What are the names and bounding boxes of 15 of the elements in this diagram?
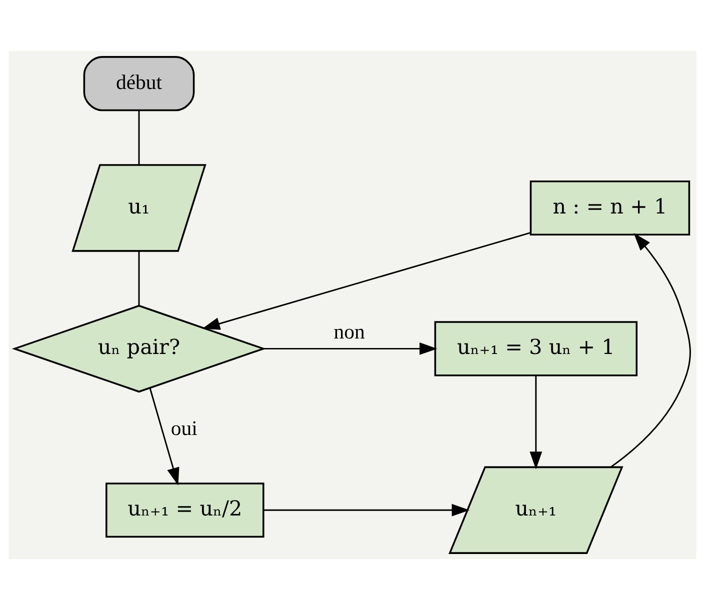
arrow [149, 388, 180, 486]
node-diamond: uₙ pair? [12, 304, 266, 393]
node-box: n : = n + 1 [530, 180, 690, 236]
node-box: début [83, 56, 195, 112]
arrow [202, 232, 531, 330]
node-box: uₙ₊₁ = uₙ/2 [106, 482, 264, 538]
node-box: uₙ₊₁ = 3 uₙ + 1 [434, 321, 638, 376]
arrow [610, 233, 691, 468]
edge-label: oui [170, 418, 198, 440]
arrow [264, 504, 470, 516]
arrow [530, 376, 542, 470]
connector [138, 110, 140, 166]
edge-label: non [334, 322, 365, 344]
arrow [264, 342, 438, 355]
connector [138, 251, 140, 306]
